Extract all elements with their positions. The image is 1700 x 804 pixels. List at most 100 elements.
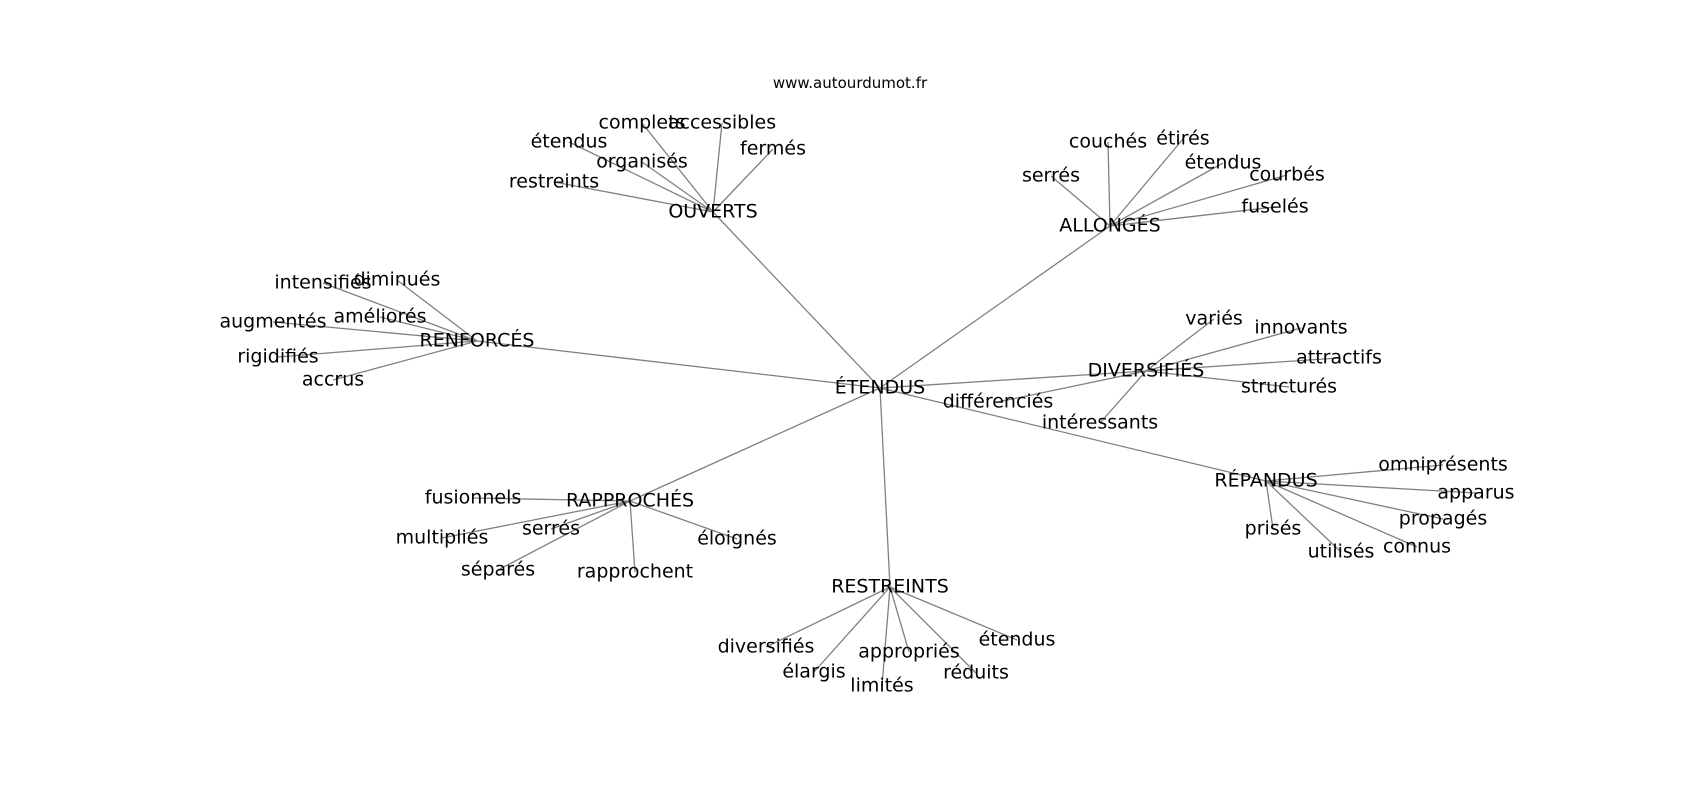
edge-allonges-leaf xyxy=(1109,138,1184,227)
edge-center-diversifies xyxy=(879,370,1147,389)
edge-rapproches-leaf xyxy=(629,500,738,540)
leaf-node[interactable]: fusionnels xyxy=(424,486,522,509)
hub-node-diversifies[interactable]: DIVERSIFIÉS xyxy=(1087,359,1205,382)
edge-repandus-leaf xyxy=(1265,480,1274,530)
edge-allonges-leaf xyxy=(1050,175,1111,227)
edge-ouverts-leaf xyxy=(641,161,714,213)
edge-rapproches-leaf xyxy=(629,500,636,573)
leaf-node[interactable]: propagés xyxy=(1398,507,1488,530)
edge-restreints-leaf xyxy=(889,586,1018,641)
leaf-node[interactable]: restreints xyxy=(508,170,600,193)
hub-node-repandus[interactable]: RÉPANDUS xyxy=(1214,469,1318,492)
leaf-node[interactable]: étendus xyxy=(978,628,1056,651)
edge-renforces-leaf xyxy=(379,316,478,342)
leaf-node[interactable]: diversifiés xyxy=(717,635,815,658)
edge-center-rapproches xyxy=(629,387,881,502)
hub-node-allonges[interactable]: ALLONGÉS xyxy=(1059,214,1161,237)
leaf-node[interactable]: omniprésents xyxy=(1378,453,1508,476)
leaf-node[interactable]: complets xyxy=(598,111,686,134)
edge-renforces-leaf xyxy=(332,340,478,381)
leaf-node[interactable]: améliorés xyxy=(333,305,427,328)
edge-repandus-leaf xyxy=(1265,480,1444,520)
leaf-node[interactable]: apparus xyxy=(1437,481,1515,504)
leaf-node[interactable]: prisés xyxy=(1244,517,1302,540)
leaf-node[interactable]: appropriés xyxy=(858,640,960,663)
leaf-node[interactable]: structurés xyxy=(1240,375,1338,398)
edge-ouverts-leaf xyxy=(712,122,723,213)
edge-ouverts-leaf xyxy=(712,148,774,213)
edge-rapproches-leaf xyxy=(472,497,631,502)
leaf-node[interactable]: intéressants xyxy=(1041,411,1159,434)
edge-center-ouverts xyxy=(712,211,881,389)
edge-restreints-leaf xyxy=(765,586,891,648)
edge-diversifies-leaf xyxy=(1145,370,1290,388)
leaf-node[interactable]: réduits xyxy=(943,661,1009,684)
leaf-node[interactable]: couchés xyxy=(1068,130,1148,153)
edge-restreints-leaf xyxy=(813,586,891,673)
leaf-node[interactable]: étendus xyxy=(1184,151,1262,174)
leaf-node[interactable]: fuselés xyxy=(1241,195,1309,218)
leaf-node[interactable]: séparés xyxy=(460,558,536,581)
leaf-node[interactable]: variés xyxy=(1185,307,1243,330)
edge-repandus-leaf xyxy=(1265,480,1477,494)
leaf-node[interactable]: attractifs xyxy=(1296,346,1382,369)
edge-allonges-leaf xyxy=(1107,141,1111,227)
edge-restreints-leaf xyxy=(889,586,977,674)
leaf-node[interactable]: éloignés xyxy=(697,527,777,550)
edge-ouverts-leaf xyxy=(553,181,714,213)
edge-allonges-leaf xyxy=(1109,174,1288,227)
leaf-node[interactable]: serrés xyxy=(1021,164,1081,187)
leaf-node[interactable]: limités xyxy=(850,674,914,697)
leaf-node[interactable]: courbés xyxy=(1249,163,1325,186)
leaf-node[interactable]: élargis xyxy=(782,660,846,683)
hub-node-renforces[interactable]: RENFORCÉS xyxy=(419,329,535,352)
leaf-node[interactable]: diminués xyxy=(353,268,441,291)
edge-renforces-leaf xyxy=(322,282,478,342)
leaf-node[interactable]: organisés xyxy=(596,150,688,173)
leaf-node[interactable]: utilisés xyxy=(1307,540,1375,563)
leaf-node[interactable]: étendus xyxy=(530,130,608,153)
hub-node-restreints[interactable]: RESTREINTS xyxy=(831,575,949,598)
leaf-node[interactable]: fermés xyxy=(740,137,806,160)
edge-center-renforces xyxy=(476,340,881,389)
leaf-node[interactable]: rapprochent xyxy=(576,560,694,583)
edge-center-restreints xyxy=(879,387,891,588)
leaf-node[interactable]: étirés xyxy=(1156,127,1210,150)
leaf-node[interactable]: différenciés xyxy=(942,390,1054,413)
center-word-node[interactable]: ÉTENDUS xyxy=(834,376,926,399)
edge-diversifies-leaf xyxy=(1099,370,1147,424)
leaf-node[interactable]: accrus xyxy=(301,368,365,391)
edge-restreints-leaf xyxy=(881,586,891,687)
edge-ouverts-leaf xyxy=(641,122,714,213)
edge-restreints-leaf xyxy=(889,586,910,653)
leaf-node[interactable]: intensifiés xyxy=(274,271,372,294)
edge-renforces-leaf xyxy=(272,321,478,342)
hub-node-rapproches[interactable]: RAPPROCHÉS xyxy=(565,489,695,512)
edge-ouverts-leaf xyxy=(568,141,714,213)
edge-diversifies-leaf xyxy=(1145,318,1215,372)
site-url[interactable]: www.autourdumot.fr xyxy=(772,74,928,92)
hub-node-ouverts[interactable]: OUVERTS xyxy=(668,200,758,223)
edge-repandus-leaf xyxy=(1265,480,1418,548)
edge-diversifies-leaf xyxy=(1145,357,1340,372)
edge-rapproches-leaf xyxy=(441,500,631,539)
edge-diversifies-leaf xyxy=(1145,327,1302,372)
edge-rapproches-leaf xyxy=(497,500,631,571)
edge-rapproches-leaf xyxy=(550,500,631,530)
leaf-node[interactable]: rigidifiés xyxy=(237,345,319,368)
leaf-node[interactable]: innovants xyxy=(1254,316,1348,339)
leaf-node[interactable]: accessibles xyxy=(667,111,777,134)
leaf-node[interactable]: serrés xyxy=(521,517,581,540)
leaf-node[interactable]: augmentés xyxy=(219,310,327,333)
edge-center-allonges xyxy=(879,225,1111,389)
edge-repandus-leaf xyxy=(1265,464,1444,482)
leaf-node[interactable]: multipliés xyxy=(395,526,489,549)
edge-diversifies-leaf xyxy=(997,370,1147,403)
edge-allonges-leaf xyxy=(1109,162,1224,227)
leaf-node[interactable]: connus xyxy=(1382,535,1452,558)
edge-repandus-leaf xyxy=(1265,480,1342,553)
edge-center-repandus xyxy=(879,387,1267,482)
edge-renforces-leaf xyxy=(396,279,478,342)
